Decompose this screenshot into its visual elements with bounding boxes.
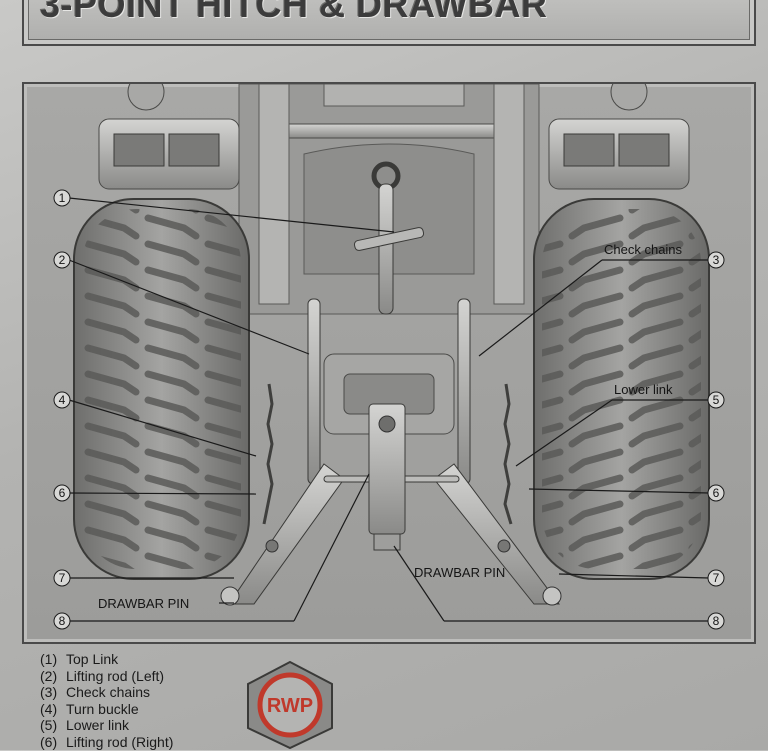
label-drawbar-pin-right: DRAWBAR PIN bbox=[414, 565, 505, 580]
lifting-rod-left bbox=[307, 298, 321, 485]
svg-text:3: 3 bbox=[713, 253, 720, 267]
legend-item: (1)Top Link bbox=[40, 651, 119, 667]
svg-text:8: 8 bbox=[713, 614, 720, 628]
svg-text:2: 2 bbox=[59, 253, 66, 267]
legend-item: (5)Lower link bbox=[40, 717, 130, 734]
parts-legend: (1)Top Link (2)Lifting rod (Left) (3)Che… bbox=[40, 651, 173, 751]
svg-text:7: 7 bbox=[59, 571, 66, 585]
legend-item: (3)Check chains bbox=[40, 684, 151, 701]
legend-item: (2)Lifting rod (Left) bbox=[40, 667, 165, 684]
hitch-diagram: 1 2 4 6 7 8 3 5 bbox=[53, 84, 725, 630]
page-title: 3-POINT HITCH & DRAWBAR bbox=[40, 0, 548, 25]
svg-text:RWP: RWP bbox=[267, 695, 313, 717]
left-tail-light bbox=[98, 84, 240, 190]
callout-7-left: 7 bbox=[53, 569, 71, 587]
lifting-rod-right bbox=[457, 298, 471, 485]
rwp-logo: RWP bbox=[247, 660, 333, 750]
legend-item: (6)Lifting rod (Right) bbox=[40, 733, 174, 750]
title-plate bbox=[22, 0, 756, 46]
callout-8-right: 8 bbox=[707, 612, 725, 630]
lower-link-right bbox=[433, 463, 562, 606]
top-link bbox=[353, 161, 425, 315]
lower-link-left bbox=[220, 463, 345, 606]
label-check-chains: Check chains bbox=[604, 242, 683, 257]
check-chains bbox=[262, 383, 513, 525]
callout-6-left: 6 bbox=[53, 484, 71, 502]
svg-text:7: 7 bbox=[713, 571, 720, 585]
right-tire bbox=[533, 198, 710, 580]
callout-3: 3 bbox=[707, 251, 725, 269]
callout-8-left: 8 bbox=[53, 612, 71, 630]
callout-7-right: 7 bbox=[707, 569, 725, 587]
label-lower-link: Lower link bbox=[614, 382, 673, 397]
svg-text:5: 5 bbox=[713, 393, 720, 407]
left-tire bbox=[73, 198, 250, 580]
label-drawbar-pin-left: DRAWBAR PIN bbox=[98, 596, 189, 611]
callout-5: 5 bbox=[707, 391, 725, 409]
right-tail-light bbox=[548, 84, 690, 190]
svg-text:6: 6 bbox=[59, 486, 66, 500]
legend-item: (4)Turn buckle bbox=[40, 700, 139, 717]
callout-4: 4 bbox=[53, 391, 71, 409]
leader-lines bbox=[68, 197, 710, 622]
svg-text:4: 4 bbox=[59, 393, 66, 407]
svg-text:6: 6 bbox=[713, 486, 720, 500]
callout-1: 1 bbox=[53, 189, 71, 207]
callout-2: 2 bbox=[53, 251, 71, 269]
callout-6-right: 6 bbox=[707, 484, 725, 502]
drawbar bbox=[368, 403, 406, 551]
diagram-panel: 1 2 4 6 7 8 3 5 bbox=[22, 82, 756, 644]
svg-text:1: 1 bbox=[59, 191, 66, 205]
svg-text:8: 8 bbox=[59, 614, 66, 628]
